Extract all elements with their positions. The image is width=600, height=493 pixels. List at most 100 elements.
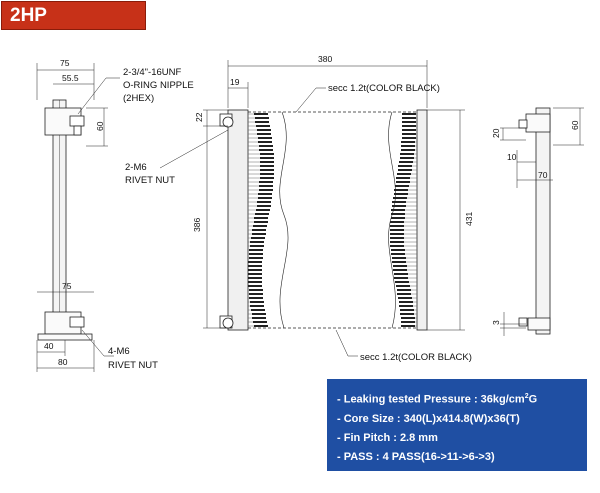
fin-row (397, 173, 411, 175)
fin-row (402, 117, 416, 119)
dim-right-a: 20 (491, 128, 501, 138)
fin-row (399, 305, 413, 307)
fin-row (390, 237, 404, 239)
fin-row (399, 301, 413, 303)
fin-row (255, 117, 269, 119)
fin-row (402, 129, 416, 131)
fin-row (259, 145, 273, 147)
fin-row (395, 281, 409, 283)
fin-row (398, 169, 412, 171)
fin-row (249, 253, 263, 255)
fin-row (401, 149, 415, 151)
fin-row (249, 257, 263, 259)
dim-front-top: 22 (194, 112, 204, 122)
fin-row (259, 181, 273, 183)
fin-row (401, 141, 415, 143)
spec-fin-pitch: - Fin Pitch : 2.8 mm (337, 431, 438, 444)
fin-row (390, 233, 404, 235)
fin-row (259, 149, 273, 151)
fin-row (401, 321, 415, 323)
fin-row (390, 245, 404, 247)
note-top: secc 1.2t(COLOR BLACK) (328, 83, 440, 94)
fin-row (251, 237, 265, 239)
fin-row (250, 305, 264, 307)
dim-left-offset-top: 55.5 (62, 73, 79, 83)
dim-front-total-height: 431 (464, 212, 474, 226)
callout-m6-bottom-line2: RIVET NUT (108, 360, 158, 371)
fin-row (395, 185, 409, 187)
fin-row (393, 269, 407, 271)
fin-row (252, 233, 266, 235)
fin-row (397, 293, 411, 295)
callout-m6-bottom-line1: 4-M6 (108, 346, 130, 357)
fin-row (401, 317, 415, 319)
fin-row (399, 161, 413, 163)
fin-row (402, 137, 416, 139)
fin-row (392, 201, 406, 203)
fin-row (253, 225, 267, 227)
callout-m6-mid-line1: 2-M6 (125, 162, 147, 173)
fin-row (260, 177, 274, 179)
dim-left-width-top: 75 (60, 58, 70, 68)
fin-row (256, 125, 270, 127)
fin-row (391, 213, 405, 215)
title-text: 2HP (10, 5, 47, 26)
spec-box: - Leaking tested Pressure : 36kg/cm2G - … (327, 379, 587, 471)
fin-row (394, 189, 408, 191)
fin-row (392, 257, 406, 259)
fin-row (252, 229, 266, 231)
fin-row (248, 261, 262, 263)
fin-row (390, 225, 404, 227)
fin-row (249, 293, 263, 295)
fin-row (248, 281, 262, 283)
fin-row (402, 113, 416, 115)
fin-row (400, 157, 414, 159)
fin-row (255, 213, 269, 215)
fin-row (252, 317, 266, 319)
fin-row (254, 325, 268, 327)
fin-row (254, 221, 268, 223)
fin-row (260, 173, 274, 175)
fin-row (402, 125, 416, 127)
fin-row (396, 285, 410, 287)
fin-row (250, 241, 264, 243)
fin-row (394, 193, 408, 195)
spec-core-size: - Core Size : 340(L)x414.8(W)x36(T) (337, 412, 520, 425)
fin-row (260, 153, 274, 155)
dim-right-b: 60 (570, 120, 580, 130)
note-bottom: secc 1.2t(COLOR BLACK) (360, 352, 472, 363)
fin-row (260, 161, 274, 163)
fin-row (257, 133, 271, 135)
fin-row (257, 129, 271, 131)
fin-row (257, 201, 271, 203)
dim-right-e: 3 (491, 320, 501, 325)
fin-row (401, 145, 415, 147)
dim-right-c: 10 (507, 152, 517, 162)
fin-row (248, 265, 262, 267)
fin-row (260, 165, 274, 167)
fin-row (398, 165, 412, 167)
fin-row (248, 269, 262, 271)
fin-row (391, 249, 405, 251)
fin-row (249, 297, 263, 299)
fin-row (259, 185, 273, 187)
fin-row (400, 313, 414, 315)
fin-row (400, 309, 414, 311)
spec-leak-pressure: - Leaking tested Pressure : 36kg/cm2G (337, 393, 538, 406)
callout-fitting-line3: (2HEX) (123, 93, 154, 104)
dim-left-height-top: 60 (95, 121, 105, 131)
left-side-view (36, 63, 120, 372)
callout-fitting-line2: O-RING NIPPLE (123, 80, 194, 91)
fin-row (256, 209, 270, 211)
dim-left-foot-b: 80 (58, 357, 68, 367)
fin-row (252, 313, 266, 315)
dim-left-width-bottom: 75 (62, 281, 72, 291)
fin-row (250, 301, 264, 303)
fin-row (260, 169, 274, 171)
fin-row (255, 121, 269, 123)
fin-row (259, 189, 273, 191)
fin-row (398, 297, 412, 299)
fin-row (248, 273, 262, 275)
fin-row (257, 205, 271, 207)
